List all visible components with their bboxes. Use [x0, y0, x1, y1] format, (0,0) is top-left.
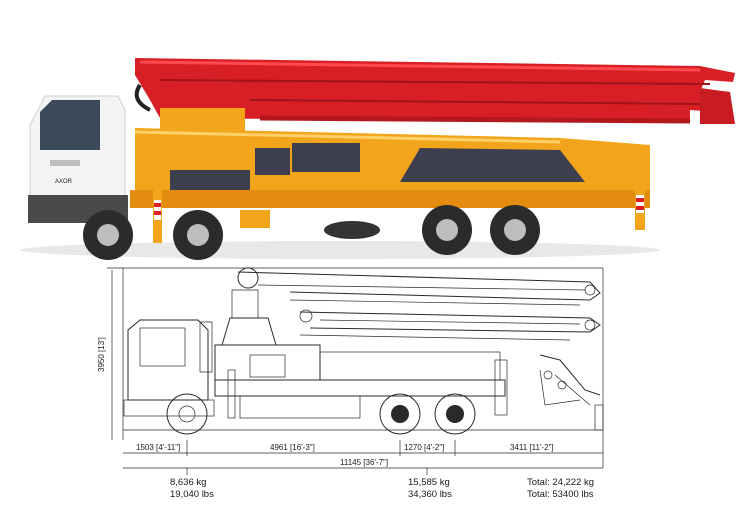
vent-panel-photo — [292, 143, 360, 172]
wheels-photo — [83, 205, 540, 260]
total-weight-lbs: Total: 53400 lbs — [527, 489, 594, 500]
cab-badge: AXOR — [55, 179, 73, 185]
rear-axle-lbs: 34,360 lbs — [408, 489, 452, 500]
pump-body-drawing — [214, 344, 508, 419]
segment-dim-1: 1503 [4'-11"] — [136, 443, 180, 452]
height-dim-label: 3950 [13'] — [97, 337, 106, 372]
wheels-drawing — [166, 393, 476, 435]
truck-photo: AXOR — [20, 58, 735, 260]
front-axle-lbs: 19,040 lbs — [170, 489, 214, 500]
segment-dim-4: 3411 [11'-2"] — [510, 443, 554, 452]
rear-axle-kg: 15,585 kg — [408, 477, 450, 488]
front-axle-kg: 8,636 kg — [170, 477, 206, 488]
total-weight-kg: Total: 24,222 kg — [527, 477, 594, 488]
cab-photo: AXOR — [28, 95, 128, 223]
segment-dims: 1503 [4'-11"] 4961 [16'-3"] 1270 [4'-2"]… — [123, 440, 603, 456]
overall-dim-label: 11145 [36'-7"] — [340, 458, 388, 467]
axle-weights: 8,636 kg 19,040 lbs 15,585 kg 34,360 lbs… — [170, 468, 594, 500]
dark-panel-photo — [255, 148, 290, 175]
segment-dim-2: 4961 [16'-3"] — [270, 443, 315, 452]
segment-dim-3: 1270 [4'-2"] — [404, 443, 444, 452]
chassis-photo — [130, 190, 650, 208]
technical-drawing: 3950 [13'] — [97, 267, 604, 500]
boom-photo — [134, 58, 735, 124]
side-panel-photo — [400, 148, 585, 182]
boom-drawing — [221, 267, 601, 406]
cab-drawing — [123, 319, 215, 417]
